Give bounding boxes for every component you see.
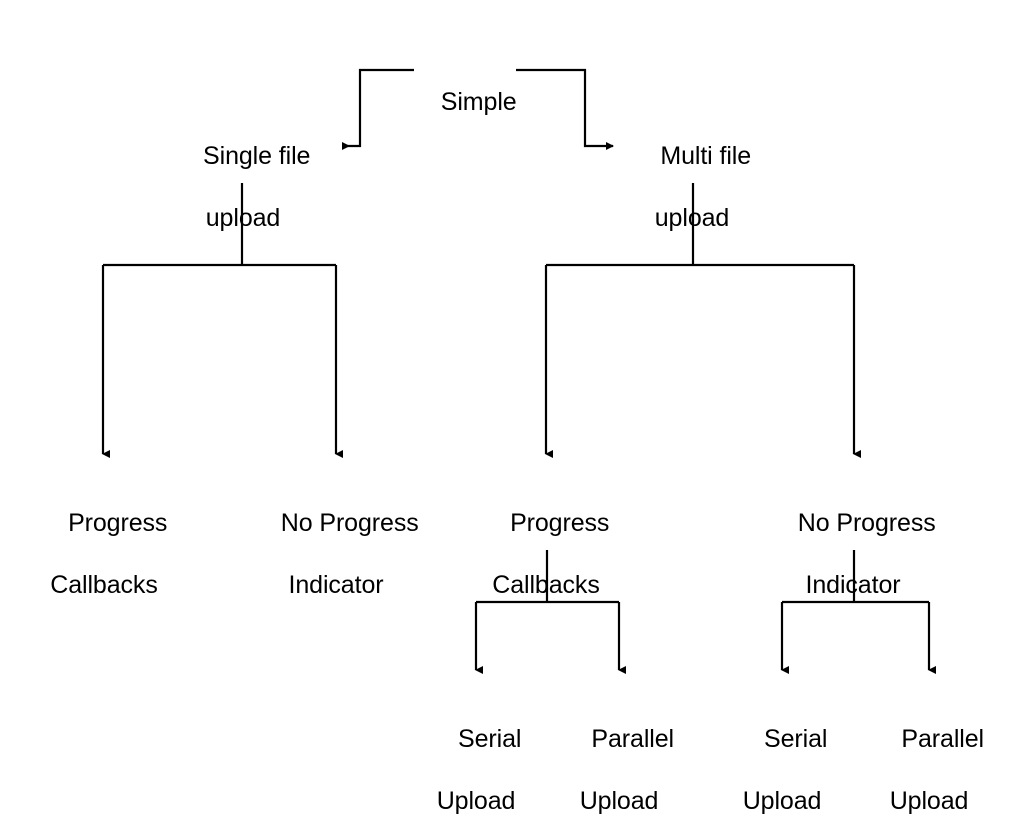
- node-multi-progress-parallel-upload-line2: Upload: [579, 787, 659, 815]
- node-multi-file-upload: Multi file upload: [633, 110, 751, 296]
- node-single-progress-callbacks: Progress Callbacks: [41, 477, 168, 663]
- node-multi-file-upload-line2: upload: [654, 204, 730, 232]
- node-root-line1: Simple: [440, 88, 517, 116]
- node-multi-progress-serial-upload-line2: Upload: [436, 787, 516, 815]
- edge-root-to-single: [342, 68, 414, 150]
- node-multi-no-progress-indicator: No Progress Indicator: [770, 477, 936, 663]
- node-multi-noprogress-parallel-upload-line2: Upload: [889, 787, 969, 815]
- edge-root-to-multi: [516, 68, 614, 150]
- node-multi-progress-serial-upload: Serial Upload: [431, 693, 522, 818]
- node-single-progress-callbacks-line1: Progress: [68, 509, 168, 537]
- node-multi-progress-parallel-upload-line1: Parallel: [591, 725, 674, 753]
- node-multi-noprogress-serial-upload-line2: Upload: [742, 787, 822, 815]
- node-single-file-upload-line2: upload: [205, 204, 281, 232]
- node-multi-progress-serial-upload-line1: Serial: [458, 725, 522, 753]
- node-multi-no-progress-indicator-line2: Indicator: [805, 571, 901, 599]
- node-multi-noprogress-parallel-upload-line1: Parallel: [901, 725, 984, 753]
- node-single-no-progress-indicator-line2: Indicator: [288, 571, 384, 599]
- node-single-no-progress-indicator-line1: No Progress: [280, 509, 419, 537]
- node-multi-progress-callbacks-line2: Callbacks: [492, 571, 600, 599]
- node-multi-no-progress-indicator-line1: No Progress: [797, 509, 936, 537]
- node-multi-progress-callbacks-line1: Progress: [510, 509, 610, 537]
- node-single-no-progress-indicator: No Progress Indicator: [253, 477, 419, 663]
- node-single-progress-callbacks-line2: Callbacks: [50, 571, 158, 599]
- node-root: Simple: [413, 56, 517, 149]
- node-single-file-upload: Single file upload: [176, 110, 311, 296]
- node-multi-file-upload-line1: Multi file: [660, 142, 752, 170]
- node-multi-noprogress-parallel-upload: Parallel Upload: [874, 693, 984, 818]
- node-single-file-upload-line1: Single file: [203, 142, 311, 170]
- node-multi-noprogress-serial-upload: Serial Upload: [737, 693, 828, 818]
- node-multi-noprogress-serial-upload-line1: Serial: [764, 725, 828, 753]
- node-multi-progress-callbacks: Progress Callbacks: [483, 477, 610, 663]
- node-multi-progress-parallel-upload: Parallel Upload: [564, 693, 674, 818]
